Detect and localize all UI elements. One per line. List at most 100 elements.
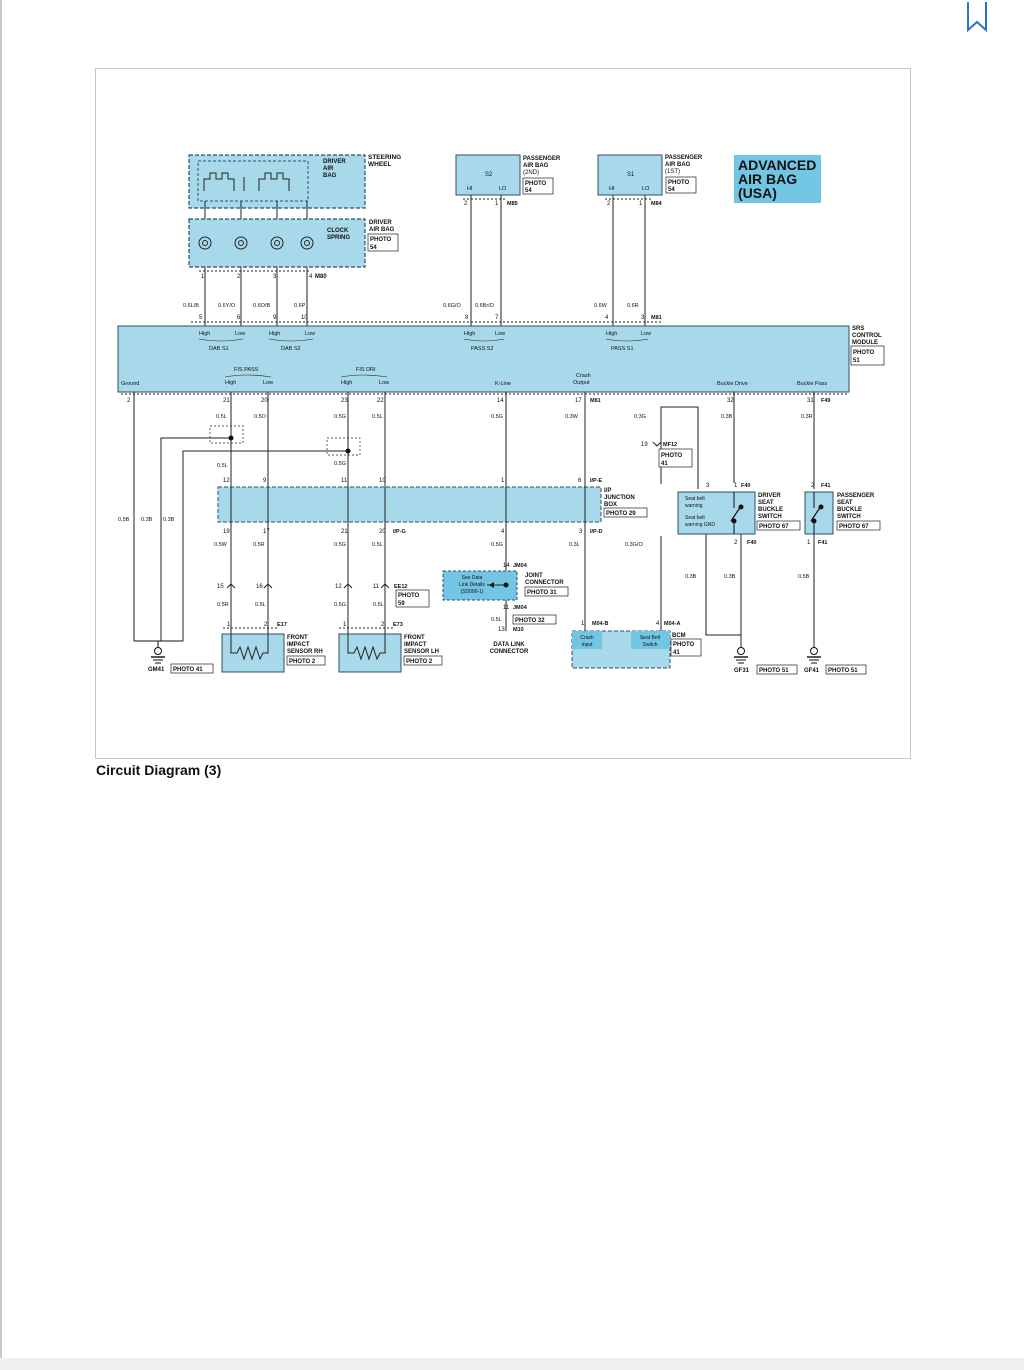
splice-dot bbox=[228, 435, 234, 441]
svg-text:0.6G/O0.6Br/O0.6W0.6R: 0.6G/O0.6Br/O0.6W0.6R bbox=[443, 303, 639, 309]
wire bbox=[160, 437, 231, 641]
label-wheel: WHEEL bbox=[368, 161, 392, 168]
label-fis-dri: FIS DRI bbox=[356, 367, 376, 373]
pin: 3 bbox=[706, 483, 710, 489]
wire bbox=[182, 450, 348, 641]
photo-32-box bbox=[512, 614, 557, 625]
photo-num: 59 bbox=[398, 601, 405, 607]
label-low: Low bbox=[379, 380, 389, 386]
label-airbag: AIR BAG bbox=[665, 162, 691, 168]
resistor-icon bbox=[230, 634, 269, 661]
crash-input-label: Input bbox=[581, 642, 593, 648]
connector-jm04-label: JM04 bbox=[513, 605, 528, 611]
svg-text:2 21 20 23: 2 21 20 23 22 14 17 32 31 bbox=[127, 398, 814, 404]
wire-color: 0.5B bbox=[118, 517, 130, 523]
title-line-3: (USA) bbox=[738, 185, 777, 201]
ip-label: I/P bbox=[604, 488, 611, 494]
pin: 2 bbox=[734, 540, 738, 546]
svg-text:14: 14 bbox=[581, 621, 660, 627]
pin: 1 bbox=[807, 540, 811, 546]
label-s1: S1 bbox=[627, 172, 635, 178]
label-bag: BAG bbox=[323, 173, 337, 179]
photo-29-box bbox=[603, 507, 648, 518]
wire-color: 0.3B bbox=[724, 574, 736, 580]
driver-air-bag-box bbox=[197, 160, 309, 202]
switch-icon bbox=[810, 492, 824, 534]
label-output: Output bbox=[573, 380, 590, 386]
label-pass-s2: PASS S2 bbox=[471, 346, 494, 352]
photo-num: 54 bbox=[525, 188, 532, 194]
wire-color: 0.5L bbox=[216, 414, 227, 420]
bookmark-icon[interactable] bbox=[962, 0, 992, 34]
pin: 2 bbox=[811, 483, 815, 489]
pin: 2 bbox=[381, 622, 385, 628]
connector-f41-label: F41 bbox=[821, 483, 830, 489]
svg-text:12: 12 bbox=[343, 622, 385, 628]
photo-32-label: PHOTO 32 bbox=[515, 618, 545, 624]
photo-label: PHOTO bbox=[853, 350, 875, 356]
connector-m04a-label: M04-A bbox=[664, 621, 681, 627]
connector-chevron bbox=[226, 583, 390, 589]
driver-buckle-label: SWITCH bbox=[758, 514, 782, 520]
photo-2-box bbox=[403, 655, 443, 666]
pin: 11 bbox=[341, 478, 348, 484]
photo-51-label: PHOTO 51 bbox=[759, 668, 789, 674]
svg-text:19 17 21 20: 19 17 21 20 4 3 bbox=[223, 529, 583, 535]
label-high: High bbox=[225, 380, 236, 386]
sensor-label: SENSOR LH bbox=[404, 649, 439, 655]
wire bbox=[705, 534, 741, 636]
label-spring: SPRING bbox=[327, 235, 350, 241]
photo-num: 51 bbox=[853, 358, 860, 364]
clock-spring-coil-icon bbox=[300, 236, 314, 250]
pin: 20 bbox=[379, 529, 386, 535]
wire-color: 0.3L bbox=[569, 542, 580, 548]
driver-buckle-label: SEAT bbox=[758, 500, 774, 506]
photo-label: PHOTO bbox=[398, 593, 420, 599]
svg-text:1: 1 bbox=[807, 540, 811, 546]
connector-e73-label: E73 bbox=[393, 622, 403, 628]
photo-67-box bbox=[836, 520, 881, 531]
pin: 31 bbox=[807, 398, 814, 404]
label-2nd: (2ND) bbox=[523, 170, 539, 176]
photo-41-box bbox=[170, 663, 214, 674]
pin: 1 bbox=[501, 478, 505, 484]
label-driver: DRIVER bbox=[323, 159, 346, 165]
label-1st: (1ST) bbox=[665, 169, 680, 175]
data-link-details-box bbox=[442, 570, 518, 601]
sensor-label: FRONT bbox=[287, 635, 308, 641]
label-high: High bbox=[199, 331, 210, 337]
pin: 1 bbox=[343, 622, 347, 628]
wire-color: 0.6P bbox=[294, 303, 306, 309]
pin: 3 bbox=[273, 274, 277, 280]
wire-color: 0.6O/B bbox=[253, 303, 270, 309]
photo-num: 54 bbox=[668, 187, 675, 193]
ground-icon bbox=[134, 640, 183, 664]
photo-54-box bbox=[367, 233, 399, 252]
connector-m84-label: M84 bbox=[651, 201, 663, 207]
photo-label: PHOTO bbox=[661, 453, 683, 459]
svg-text:DAB S1 DAB S2 PASS: DAB S1 DAB S2 PASS S2 PASS S1 FIS PASS F… bbox=[121, 346, 828, 387]
ground-icon bbox=[734, 646, 748, 664]
see-data-label: (SD000-1) bbox=[460, 589, 483, 595]
wire-color: 0.3B bbox=[721, 414, 733, 420]
pass-buckle-label: BUCKLE bbox=[837, 507, 862, 513]
label-high: High bbox=[606, 331, 617, 337]
connector-ipg-label: I/P-G bbox=[393, 529, 406, 535]
svg-text:0.5B 0.3B 0.3B: 0.5B 0.3B 0.3B 0.5W 0.5R 0.5G 0.5L 0.5G … bbox=[118, 517, 811, 608]
pass-buckle-label: SWITCH bbox=[837, 514, 861, 520]
pin: 19 bbox=[223, 529, 230, 535]
photo-54-num: 54 bbox=[370, 245, 377, 251]
splice-dot bbox=[503, 582, 509, 588]
pin: 10 bbox=[301, 315, 308, 321]
sb-gnd-label: Seat belt bbox=[685, 515, 705, 521]
